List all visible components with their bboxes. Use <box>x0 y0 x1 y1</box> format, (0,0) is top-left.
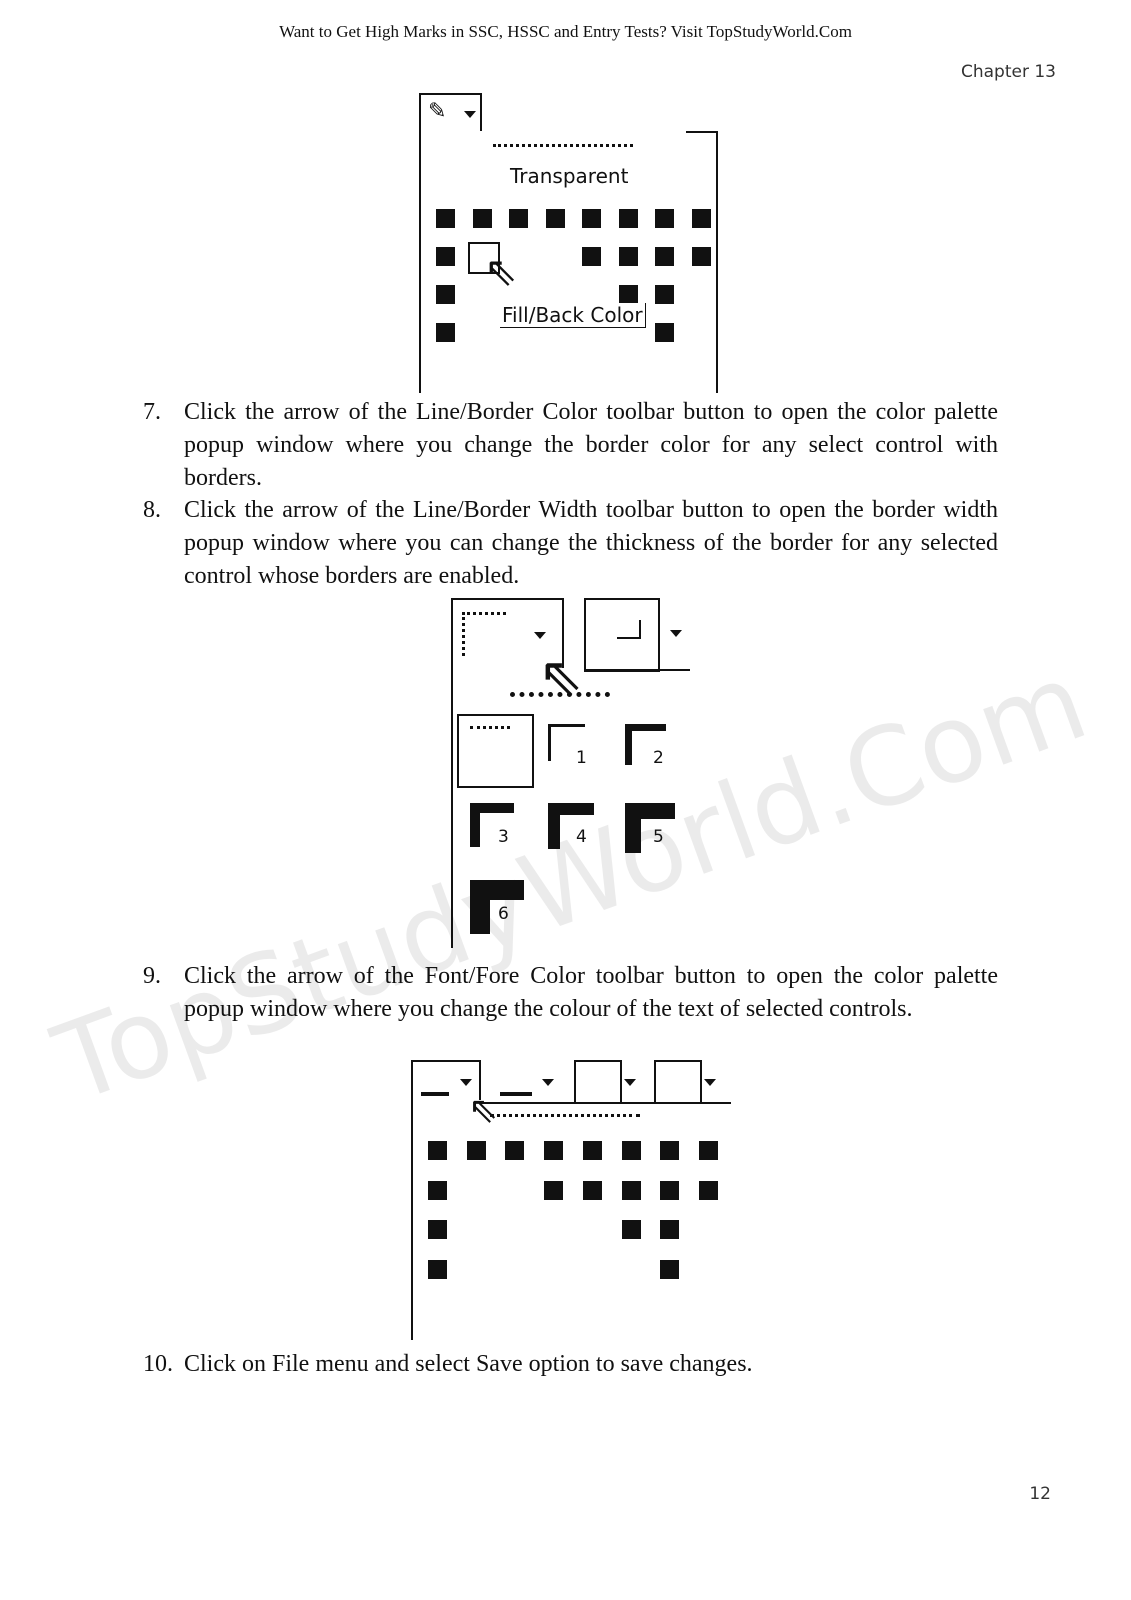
color-swatch[interactable] <box>691 209 711 228</box>
color-swatch[interactable] <box>618 247 638 266</box>
tooltip-fill-back-color: Fill/Back Color <box>500 303 646 328</box>
line-width-dropdown-arrow[interactable] <box>704 1079 716 1086</box>
step-text: Click the arrow of the Line/Border Color… <box>184 399 998 491</box>
color-swatch-selected[interactable] <box>467 242 500 274</box>
step-7: 7. Click the arrow of the Line/Border Co… <box>143 396 998 495</box>
border-width-label: 4 <box>576 827 587 847</box>
border-width-option-3[interactable] <box>470 803 514 847</box>
line-color-dropdown-arrow[interactable] <box>542 1079 554 1086</box>
color-swatch[interactable] <box>428 1220 447 1239</box>
line-style-dropdown-arrow[interactable] <box>624 1079 636 1086</box>
color-swatch[interactable] <box>655 285 674 304</box>
color-swatch[interactable] <box>428 1180 447 1200</box>
mouse-pointer-icon: ⇖ <box>538 647 584 707</box>
line-style-button[interactable] <box>574 1060 622 1104</box>
color-swatch[interactable] <box>582 247 601 266</box>
step-text: Click the arrow of the Line/Border Width… <box>184 497 998 589</box>
color-swatch[interactable] <box>509 209 528 228</box>
border-width-option-hairline[interactable] <box>457 714 534 788</box>
color-swatch[interactable] <box>655 323 674 342</box>
color-swatch[interactable] <box>660 1141 680 1160</box>
color-swatch[interactable] <box>544 1180 564 1200</box>
color-swatch[interactable] <box>505 1141 525 1160</box>
chapter-label: Chapter 13 <box>960 62 1056 82</box>
color-swatch[interactable] <box>621 1141 641 1160</box>
color-swatch[interactable] <box>698 1141 718 1160</box>
color-swatch[interactable] <box>621 1180 641 1200</box>
step-8: 8. Click the arrow of the Line/Border Wi… <box>143 494 998 593</box>
border-width-option-1[interactable] <box>548 724 585 761</box>
color-swatch[interactable] <box>655 247 674 266</box>
border-width-label: 1 <box>576 748 587 768</box>
color-swatch[interactable] <box>618 285 638 304</box>
color-swatch[interactable] <box>582 1180 602 1200</box>
step-9: 9. Click the arrow of the Font/Fore Colo… <box>143 960 998 1026</box>
border-width-option-5[interactable] <box>625 803 675 853</box>
border-width-label: 5 <box>653 827 664 847</box>
step-number: 8. <box>143 497 161 523</box>
color-swatch[interactable] <box>691 247 711 266</box>
transparent-option[interactable]: Transparent <box>510 164 629 188</box>
color-swatch[interactable] <box>436 247 455 266</box>
border-width-option-2[interactable] <box>625 724 666 765</box>
color-swatch[interactable] <box>428 1141 447 1160</box>
border-style-dropdown-arrow[interactable] <box>534 632 546 639</box>
color-swatch[interactable] <box>544 1141 564 1160</box>
color-swatch[interactable] <box>655 209 674 228</box>
border-width-option-6[interactable] <box>470 880 524 934</box>
color-swatch[interactable] <box>472 209 492 228</box>
color-swatch[interactable] <box>582 1141 602 1160</box>
color-swatch[interactable] <box>621 1220 641 1239</box>
step-10: 10. Click on File menu and select Save o… <box>143 1348 998 1381</box>
color-swatch[interactable] <box>428 1259 447 1279</box>
mouse-pointer-icon: ⇖ <box>484 249 518 294</box>
border-width-label: 2 <box>653 748 664 768</box>
border-width-dropdown-arrow[interactable] <box>670 630 682 637</box>
color-swatch[interactable] <box>660 1259 680 1279</box>
font-color-dropdown-arrow[interactable] <box>460 1079 472 1086</box>
color-swatch[interactable] <box>618 209 638 228</box>
fill-color-dropdown-arrow[interactable] <box>464 111 476 118</box>
border-width-label: 6 <box>498 904 509 924</box>
fill-color-button-icon[interactable]: ✎ <box>428 98 447 123</box>
step-number: 10. <box>143 1351 173 1377</box>
border-width-label: 3 <box>498 827 509 847</box>
step-number: 7. <box>143 399 161 425</box>
step-text: Click the arrow of the Font/Fore Color t… <box>184 963 998 1022</box>
color-swatch[interactable] <box>545 209 565 228</box>
border-width-figure: ⇖ 1 2 3 4 5 6 <box>451 598 690 948</box>
mouse-pointer-icon: ⇖ <box>468 1090 499 1130</box>
color-swatch[interactable] <box>698 1180 718 1200</box>
color-swatch[interactable] <box>436 285 455 304</box>
font-color-figure: ⇖ <box>411 1060 731 1340</box>
page-number: 12 <box>1029 1484 1051 1504</box>
color-swatch[interactable] <box>436 209 455 228</box>
line-width-button[interactable] <box>654 1060 702 1104</box>
color-swatch[interactable] <box>436 323 455 342</box>
fill-color-figure: ✎ Transparent Fill/Back Color ⇖ <box>0 0 1131 400</box>
border-width-button[interactable] <box>584 598 660 672</box>
step-number: 9. <box>143 963 161 989</box>
step-text: Click on File menu and select Save optio… <box>184 1351 753 1377</box>
site-banner: Want to Get High Marks in SSC, HSSC and … <box>279 22 852 41</box>
color-swatch[interactable] <box>660 1220 680 1239</box>
color-swatch[interactable] <box>582 209 601 228</box>
color-swatch[interactable] <box>660 1180 680 1200</box>
color-swatch[interactable] <box>466 1141 486 1160</box>
border-width-option-4[interactable] <box>548 803 594 849</box>
